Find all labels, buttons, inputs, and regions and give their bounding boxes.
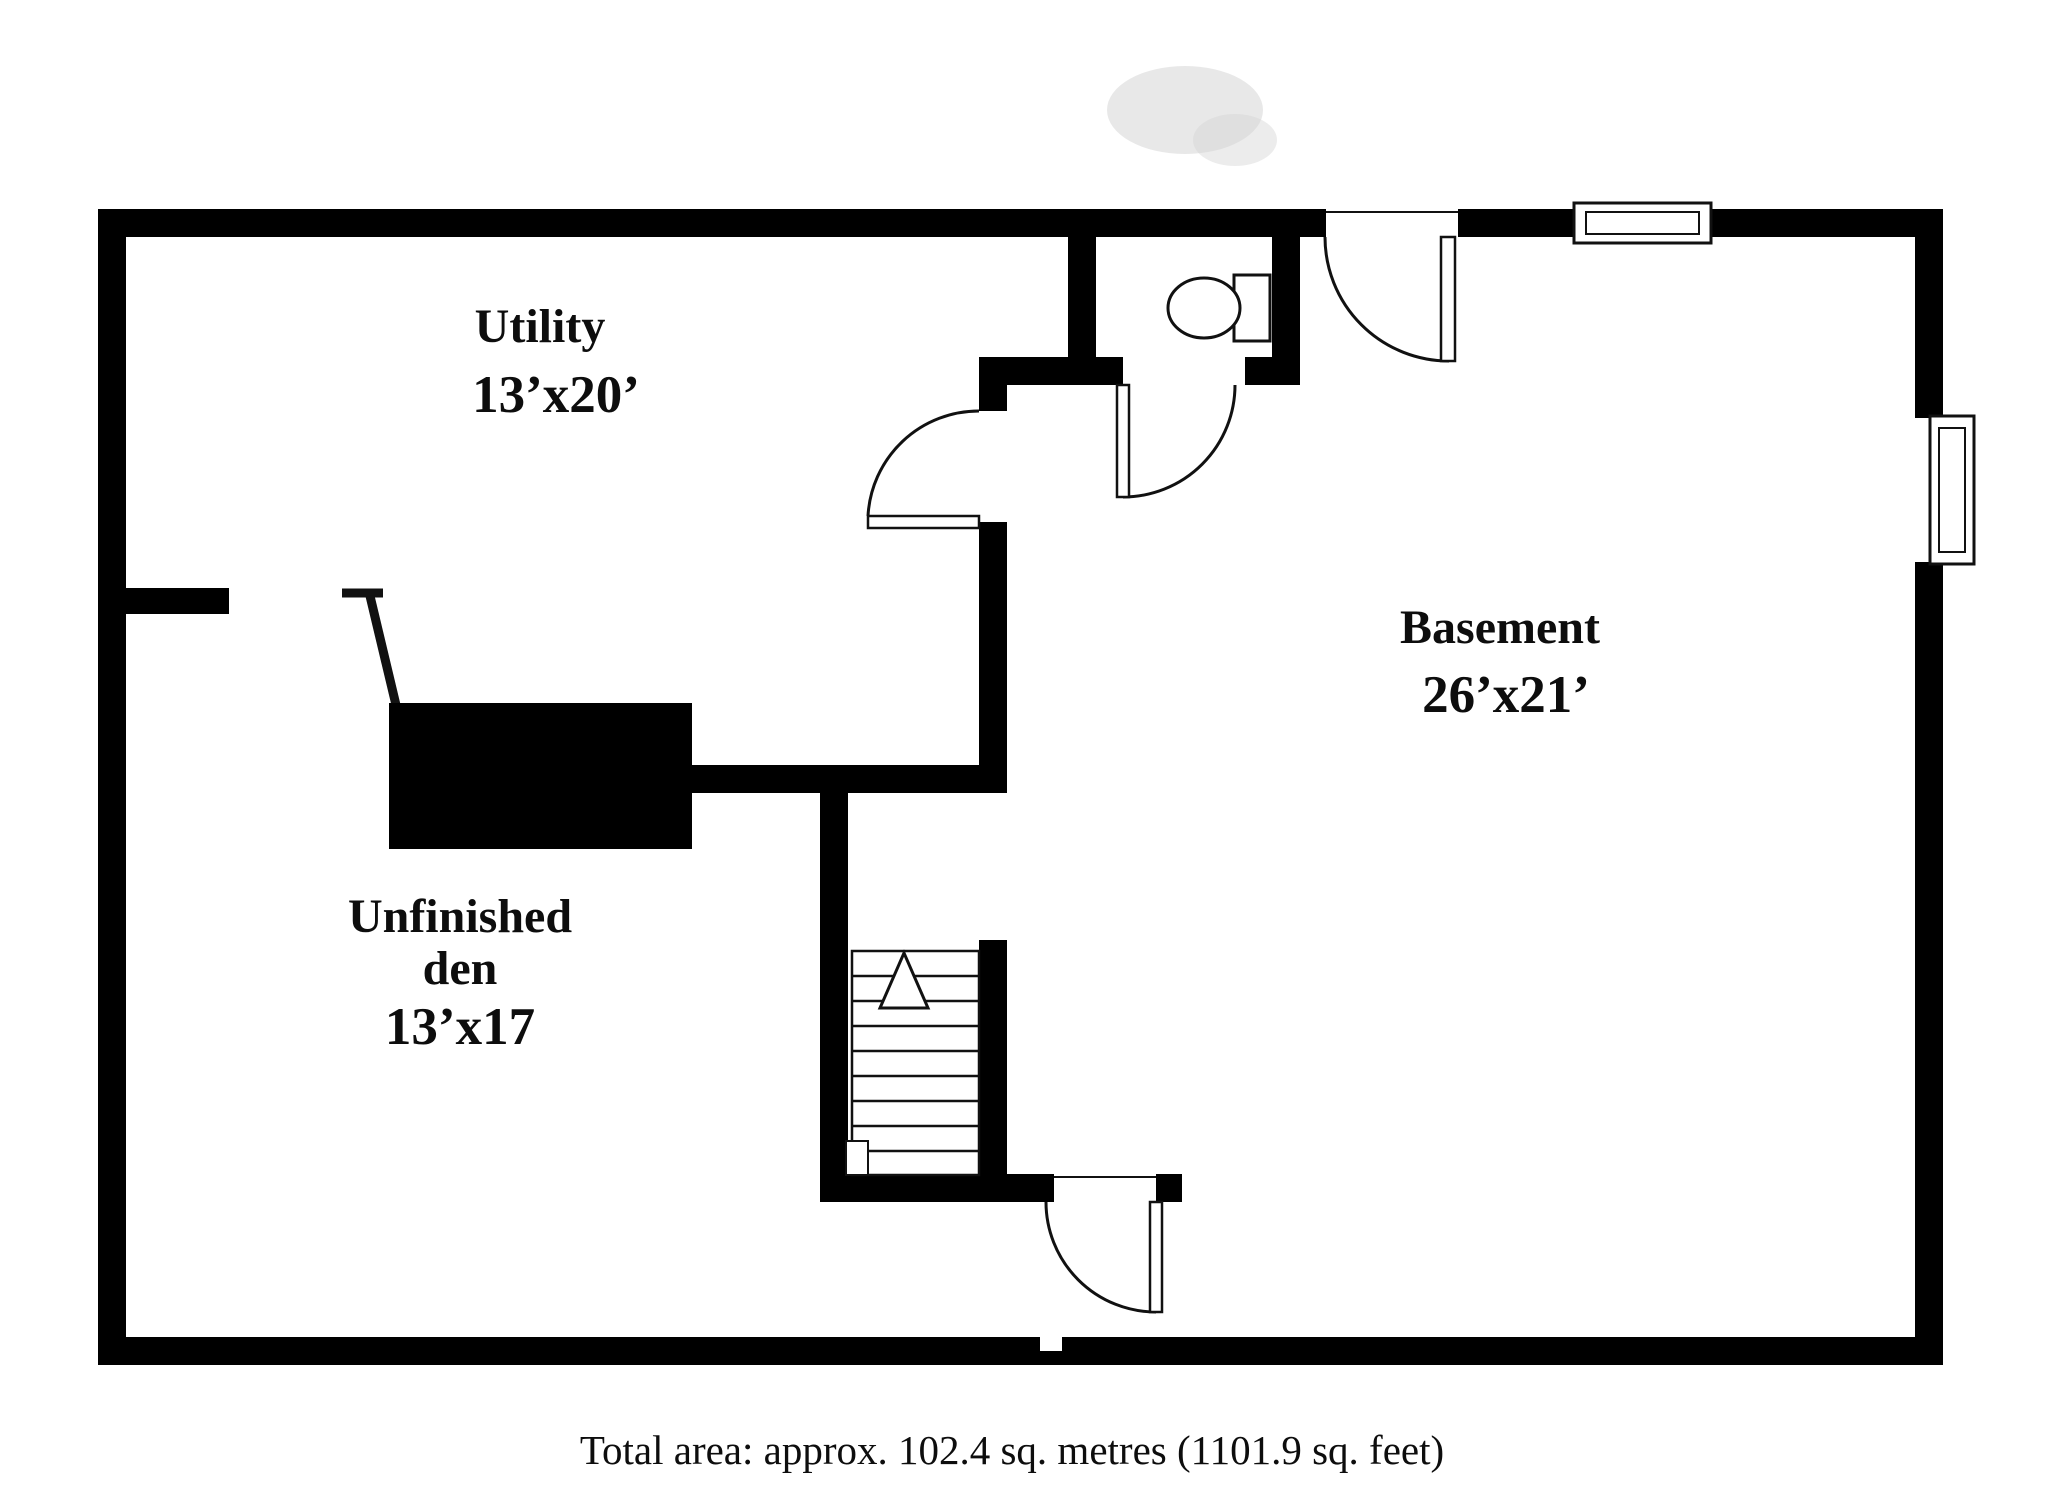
wall-top-middle-segment (1458, 209, 1574, 237)
wall-left-stub (98, 588, 229, 614)
stairs-direction-arrow-icon (877, 949, 931, 1010)
scan-smudge (1107, 66, 1277, 166)
interior-walls (98, 237, 1300, 1202)
toilet-icon (1166, 273, 1272, 343)
wall-right-upper-segment (1915, 209, 1943, 418)
windows (1572, 201, 1976, 566)
wall-bathroom-bottom-right (1245, 357, 1300, 385)
den-room-label-line2: den (423, 942, 498, 995)
basement-room-label: Basement (1400, 601, 1600, 654)
door-leaf (1115, 383, 1131, 499)
utility-room-label: Utility (475, 300, 606, 353)
stair-base-marker (845, 1140, 869, 1176)
furnace-flue-diagonal (365, 594, 401, 707)
door-leaf (1439, 235, 1457, 363)
wall-bottom-notch (1040, 1337, 1062, 1351)
toilet-tank (1232, 273, 1272, 343)
total-area-caption: Total area: approx. 102.4 sq. metres (11… (580, 1427, 1444, 1473)
wall-stair-bottom (820, 1174, 1054, 1202)
door-utility (866, 409, 981, 530)
wall-bottom (98, 1337, 1943, 1365)
wall-stair-right (979, 940, 1007, 1202)
door-entry-top (1323, 211, 1458, 363)
wall-hall-lower (979, 522, 1007, 793)
door-swing-arc (866, 409, 980, 517)
outer-walls (98, 209, 1943, 1365)
door-leaf (866, 514, 981, 530)
furnace-rect (389, 703, 692, 849)
wall-top-right-segment (1711, 209, 1943, 237)
door-swing-arc (1323, 236, 1450, 363)
door-basement-hall (1044, 1176, 1164, 1314)
window-top (1572, 201, 1713, 245)
smudge-blob-small (1193, 114, 1277, 166)
den-room-label-line1: Unfinished (348, 890, 572, 943)
den-room-dimensions: 13’x17 (385, 998, 535, 1056)
smudge-blob (1107, 66, 1263, 154)
furnace-block (342, 588, 692, 849)
window-right (1928, 414, 1976, 566)
wall-hall-upper (979, 357, 1007, 411)
window-glass (1585, 211, 1700, 235)
door-bathroom (1115, 383, 1237, 499)
wall-door-stub (1156, 1174, 1182, 1202)
wall-utility-horizontal (692, 765, 1007, 793)
wall-left (98, 209, 126, 1365)
basement-room-dimensions: 26’x21’ (1422, 666, 1590, 724)
wall-top-left-segment (98, 209, 1326, 237)
window-glass (1938, 427, 1966, 553)
wall-right-lower-segment (1915, 562, 1943, 1365)
door-swing-arc (1044, 1201, 1157, 1314)
wall-stair-left (820, 793, 848, 1202)
doors (866, 211, 1458, 1314)
utility-room-dimensions: 13’x20’ (472, 366, 640, 424)
room-labels: Utility 13’x20’ Basement 26’x21’ Unfinis… (348, 300, 1600, 1056)
staircase (845, 949, 981, 1177)
door-leaf (1148, 1200, 1164, 1314)
toilet-bowl (1166, 276, 1242, 340)
door-swing-arc (1122, 384, 1237, 499)
